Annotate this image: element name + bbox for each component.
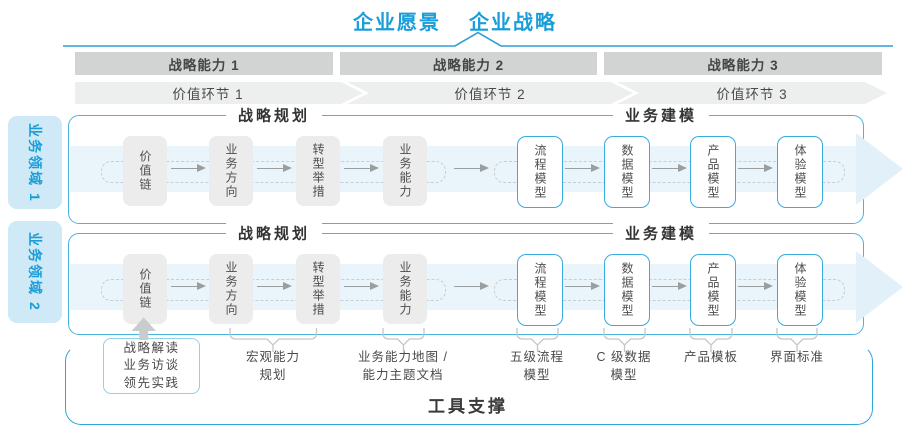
box-process-model-label: 流程模型: [533, 144, 547, 200]
box-data-model-label: 数据模型: [620, 144, 634, 200]
box-data-model: 数据模型: [604, 136, 650, 208]
value-link-label-3: 价值环节 3: [716, 87, 788, 102]
box-value-chain: 价值链: [123, 254, 167, 324]
domain-row-1: 战略规划 业务建模 价值链 业务方向 转型举措 业务能力 流程模型 数据模型 产…: [68, 104, 903, 224]
arrow-right-icon: [565, 163, 600, 172]
annotation-macro-capability: 宏观能力 规划: [245, 350, 300, 383]
capability-bar-2: 战略能力 2: [340, 52, 597, 75]
capability-bar-3: 战略能力 3: [604, 52, 882, 75]
tool-support-container: [65, 345, 873, 425]
dashed-group-planning: [101, 161, 446, 183]
arrow-right-icon: [344, 163, 379, 172]
tool-support-title: 工具支撑: [428, 397, 508, 416]
planning-header: 战略规划: [225, 104, 323, 126]
arrow-right-icon: [171, 163, 206, 172]
box-transformation-initiatives-label: 转型举措: [311, 261, 325, 317]
domain-label-2: 业务领域 2: [8, 221, 62, 323]
value-link-label-2: 价值环节 2: [454, 87, 526, 102]
box-experience-model: 体验模型: [777, 254, 823, 326]
arrow-right-icon: [454, 163, 489, 172]
annotation-data-model: C 级数据 模型: [596, 350, 652, 383]
annotation-capability-map: 业务能力地图 / 能力主题文档: [358, 350, 448, 383]
box-business-direction-label: 业务方向: [224, 143, 238, 199]
vision-title: 企业愿景: [353, 12, 441, 34]
arrow-right-icon: [344, 281, 379, 290]
modeling-header: 业务建模: [612, 222, 710, 244]
box-business-direction: 业务方向: [209, 136, 253, 206]
box-experience-model-label: 体验模型: [793, 144, 807, 200]
box-data-model-label: 数据模型: [620, 262, 634, 318]
planning-header: 战略规划: [225, 222, 323, 244]
dashed-group-planning: [101, 279, 446, 301]
domain-row-2: 战略规划 业务建模 价值链 业务方向 转型举措 业务能力 流程模型 数据模型 产…: [68, 222, 903, 335]
flow-arrow-icon: [856, 133, 903, 205]
box-business-direction-label: 业务方向: [224, 261, 238, 317]
arrow-right-icon: [738, 163, 773, 172]
dashed-group-modeling: [494, 279, 845, 301]
arrow-right-icon: [257, 281, 292, 290]
box-business-capability-label: 业务能力: [398, 143, 412, 199]
box-product-model-label: 产品模型: [706, 262, 720, 318]
value-link-label-1: 价值环节 1: [172, 87, 244, 102]
value-link-chevron-3: 价值环节 3: [617, 82, 887, 104]
modeling-header: 业务建模: [612, 104, 710, 126]
box-value-chain-label: 价值链: [138, 150, 152, 192]
box-value-chain-label: 价值链: [138, 268, 152, 310]
box-product-model: 产品模型: [690, 136, 736, 208]
box-business-direction: 业务方向: [209, 254, 253, 324]
box-data-model: 数据模型: [604, 254, 650, 326]
box-transformation-initiatives: 转型举措: [296, 136, 340, 206]
flow-arrow-icon: [856, 251, 903, 323]
arrow-right-icon: [171, 281, 206, 290]
box-business-capability-label: 业务能力: [398, 261, 412, 317]
box-process-model: 流程模型: [517, 254, 563, 326]
annotation-ui-standard: 界面标准: [769, 350, 824, 364]
box-experience-model: 体验模型: [777, 136, 823, 208]
top-title-group: 企业愿景 企业战略: [0, 6, 910, 35]
dashed-group-modeling: [494, 161, 845, 183]
domain-label-2-text: 业务领域 2: [27, 232, 43, 312]
box-product-model-label: 产品模型: [706, 144, 720, 200]
box-transformation-initiatives-label: 转型举措: [311, 143, 325, 199]
value-link-chevron-2: 价值环节 2: [347, 82, 633, 104]
arrow-right-icon: [652, 281, 687, 290]
box-experience-model-label: 体验模型: [793, 262, 807, 318]
value-link-chevron-1: 价值环节 1: [75, 82, 363, 104]
arrow-right-icon: [738, 281, 773, 290]
box-process-model-label: 流程模型: [533, 262, 547, 318]
box-business-capability: 业务能力: [383, 136, 427, 206]
box-process-model: 流程模型: [517, 136, 563, 208]
strategy-input-box: 战略解读 业务访谈 领先实践: [103, 338, 200, 394]
arrow-right-icon: [565, 281, 600, 290]
arrow-right-icon: [257, 163, 292, 172]
annotation-process-model: 五级流程 模型: [509, 350, 564, 383]
box-transformation-initiatives: 转型举措: [296, 254, 340, 324]
capability-bar-1: 战略能力 1: [75, 52, 333, 75]
strategy-title: 企业战略: [469, 12, 557, 34]
box-value-chain: 价值链: [123, 136, 167, 206]
box-business-capability: 业务能力: [383, 254, 427, 324]
box-product-model: 产品模型: [690, 254, 736, 326]
arrow-right-icon: [652, 163, 687, 172]
arrow-right-icon: [454, 281, 489, 290]
domain-label-1-text: 业务领域 1: [27, 122, 43, 203]
domain-label-1: 业务领域 1: [8, 116, 62, 209]
annotation-product-template: 产品模板: [683, 350, 738, 364]
